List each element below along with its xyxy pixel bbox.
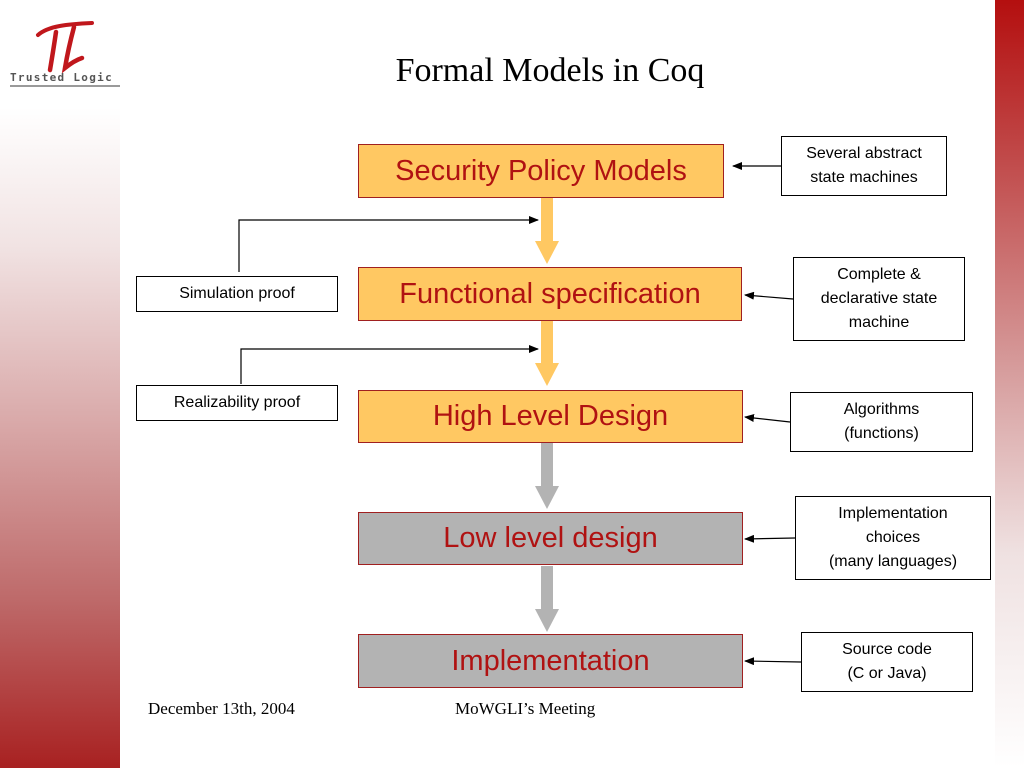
note-connector-5	[744, 657, 802, 666]
simulation-proof-box: Simulation proof	[136, 276, 338, 312]
stage-box: Functional specification	[358, 267, 742, 321]
stage-label: Security Policy Models	[395, 154, 687, 187]
note-line: Source code	[842, 641, 932, 658]
proof-connector-2	[240, 345, 539, 384]
slide-title: Formal Models in Coq	[395, 52, 705, 89]
right-gradient-band	[995, 0, 1024, 768]
note-connector-3	[744, 414, 791, 423]
flow-arrow-1	[535, 197, 559, 264]
proof-label: Simulation proof	[179, 285, 295, 302]
stage-label: Low level design	[443, 522, 658, 554]
note-box: Algorithms (functions)	[790, 392, 973, 452]
note-box: Complete & declarative state machine	[793, 257, 965, 341]
proof-label: Realizability proof	[173, 394, 301, 411]
footer-date: December 13th, 2004	[148, 699, 295, 718]
flow-arrow-2	[535, 320, 559, 386]
note-line: Complete &	[837, 266, 921, 283]
logo-wordmark: Trusted Logic	[10, 71, 113, 84]
stage-box: Low level design	[358, 512, 743, 565]
stage-box: High Level Design	[358, 390, 743, 443]
note-line: Several abstract	[806, 145, 922, 162]
note-line: (many languages)	[828, 553, 958, 570]
note-box: Several abstract state machines	[781, 136, 947, 196]
note-line: (C or Java)	[847, 665, 927, 682]
note-line: Algorithms	[843, 401, 920, 418]
footer-event: MoWGLI’s Meeting	[455, 699, 596, 718]
note-box: Source code (C or Java)	[801, 632, 973, 692]
left-gradient-band	[0, 0, 120, 768]
trusted-logic-logo-icon	[36, 21, 94, 74]
note-connector-2	[744, 291, 794, 300]
note-line: (functions)	[844, 425, 919, 442]
proof-connector-1	[238, 216, 539, 272]
note-line: declarative state	[820, 290, 938, 307]
note-line: choices	[865, 529, 921, 546]
logo-underline	[10, 85, 120, 87]
note-line: Implementation	[838, 505, 948, 522]
stage-label: Functional specification	[399, 277, 701, 310]
note-line: state machines	[810, 169, 918, 186]
note-box: Implementation choices (many languages)	[795, 496, 991, 580]
flow-arrow-4	[535, 566, 559, 632]
flow-arrow-3	[535, 443, 559, 509]
stage-label: Implementation	[451, 644, 650, 677]
realizability-proof-box: Realizability proof	[136, 385, 338, 421]
stage-box: Security Policy Models	[358, 144, 724, 198]
stage-label: High Level Design	[432, 400, 669, 432]
note-connector-4	[744, 534, 796, 543]
note-line: machine	[848, 314, 910, 331]
stage-box: Implementation	[358, 634, 743, 688]
